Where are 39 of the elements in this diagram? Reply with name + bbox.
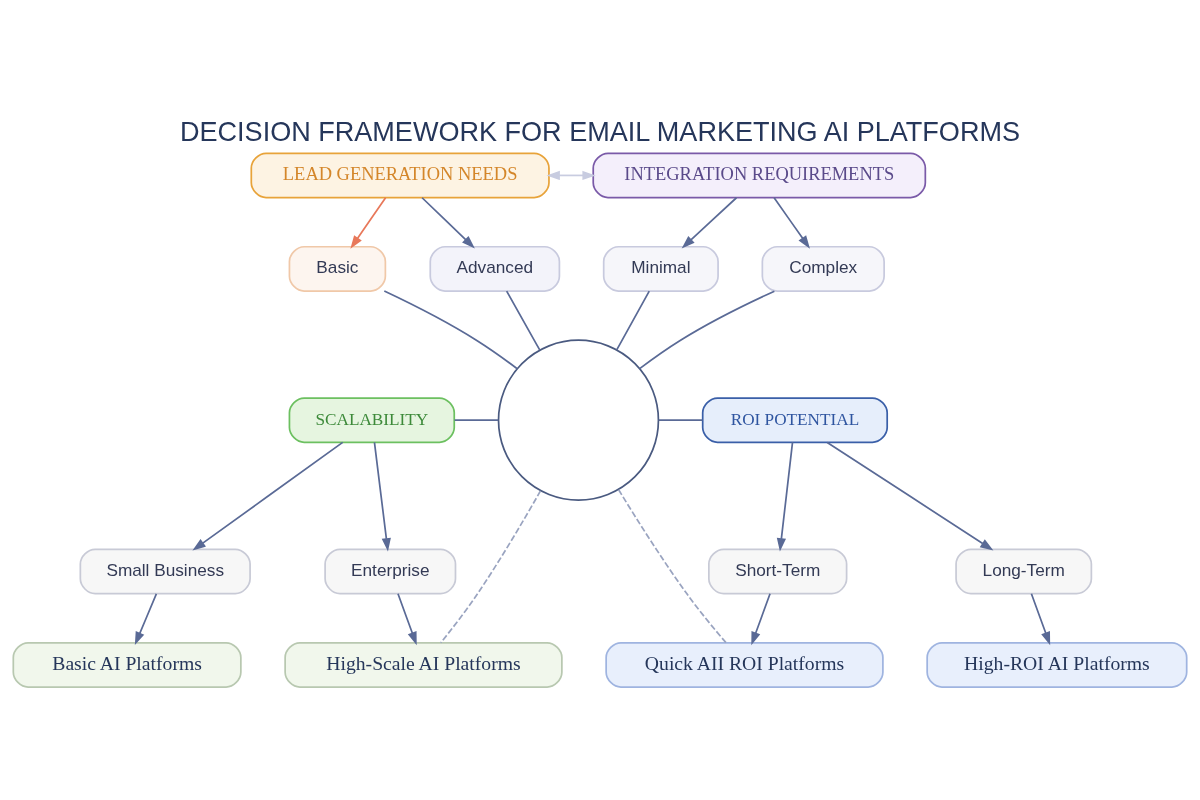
arrow (681, 196, 738, 248)
arrow (546, 170, 596, 180)
node-box: Advanced (429, 245, 561, 292)
arrow (373, 441, 391, 551)
diagram-title: DECISION FRAMEWORK FOR EMAIL MARKETING AI PLATFORMS (179, 115, 1021, 146)
connector (615, 289, 651, 351)
node-box: ROI POTENTIAL (701, 396, 889, 443)
node-box: Basic AI Platforms (12, 641, 242, 688)
node-box: Minimal (602, 245, 719, 292)
node-box: SCALABILITY (288, 396, 456, 443)
connector (617, 488, 727, 644)
arrow (1030, 592, 1051, 645)
node-box: Short-Term (708, 547, 848, 594)
arrow (421, 196, 475, 248)
node-box: Complex (761, 245, 885, 292)
node-box: Long-Term (955, 547, 1093, 594)
arrow (192, 441, 344, 551)
node-box: INTEGRATION REQUIREMENTS (592, 151, 927, 198)
arrow (134, 592, 158, 645)
arrow (776, 441, 794, 551)
node-box: High-Scale AI Platforms (284, 641, 563, 688)
connector (505, 289, 541, 351)
arrow (826, 441, 994, 550)
arrow (397, 592, 417, 645)
node-circle (497, 338, 660, 501)
arrow (751, 592, 771, 645)
connector (638, 289, 776, 369)
connector (439, 489, 542, 644)
connector (657, 418, 704, 421)
connector (383, 289, 519, 370)
node-box: High-ROI AI Platforms (926, 641, 1188, 688)
connector (453, 418, 499, 421)
arrow (350, 196, 387, 249)
node-box: Enterprise (324, 547, 457, 594)
node-box: Basic (288, 245, 387, 292)
node-box: Quick AII ROI Platforms (605, 641, 884, 688)
arrow (773, 196, 810, 249)
node-box: LEAD GENERATION NEEDS (250, 151, 550, 198)
node-box: Small Business (79, 547, 251, 594)
